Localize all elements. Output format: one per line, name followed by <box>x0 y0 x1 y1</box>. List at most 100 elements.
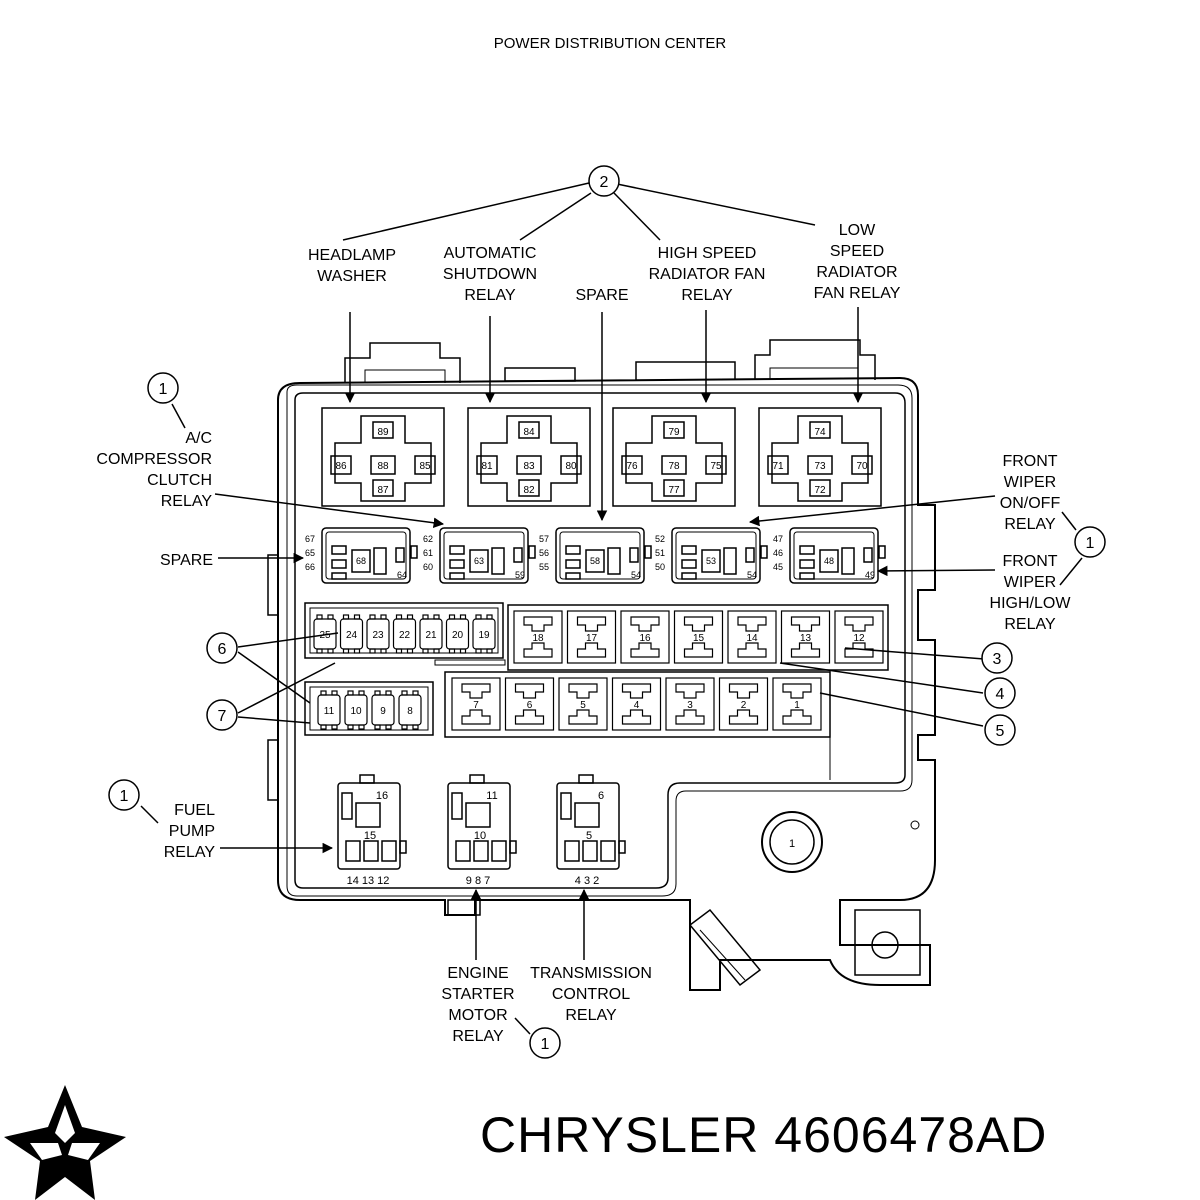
fuse-number-label: 1 <box>794 700 800 711</box>
relay-pin-label: 54 <box>747 570 757 580</box>
relay-pin-label: 4 3 2 <box>575 875 599 887</box>
relay-pin-label: 80 <box>565 461 577 472</box>
fuse-number-label: 14 <box>746 633 758 644</box>
relay-pin-label: 75 <box>710 461 722 472</box>
spare-relay-label: SPARE <box>160 552 213 569</box>
callout-circle: 7 <box>206 699 238 731</box>
relay-pin-label: 62 <box>423 534 433 544</box>
relay-pin-label: 52 <box>655 534 665 544</box>
ac-clutch-relay-label: CLUTCH <box>147 472 212 489</box>
cartridge-fuse: 1 <box>772 677 822 731</box>
mini-fuse: 21 <box>419 614 443 654</box>
relay-pin-label: 14 13 12 <box>347 875 390 887</box>
relay-pin-label: 9 8 7 <box>466 875 490 887</box>
callout-circle: 5 <box>984 714 1016 746</box>
fuse-number-label: 5 <box>580 700 586 711</box>
low-speed-fan-relay-label: LOW <box>839 222 876 239</box>
fuse-number-label: 24 <box>346 630 358 641</box>
mini-fuse: 11 <box>317 690 341 730</box>
relay-pin-label: 76 <box>626 461 638 472</box>
relay-pin-label: 46 <box>773 548 783 558</box>
asd-relay-label: SHUTDOWN <box>443 266 537 283</box>
relay-pin-label: 6 <box>598 790 604 802</box>
relay-pin-label: 47 <box>773 534 783 544</box>
low-speed-fan-relay-label: RADIATOR <box>816 264 897 281</box>
fuse-number-label: 9 <box>380 706 386 717</box>
fuse-number-label: 8 <box>407 706 413 717</box>
wiper-highlow-relay-label: RELAY <box>1004 616 1056 633</box>
wiper-highlow-relay-label: FRONT <box>1002 553 1057 570</box>
cartridge-fuse: 15 <box>673 610 724 664</box>
relay-pin-label: 15 <box>364 830 376 842</box>
relay-pin-label: 53 <box>706 556 716 566</box>
fuse-number-label: 18 <box>532 633 544 644</box>
low-speed-fan-relay-label: SPEED <box>830 243 884 260</box>
callout-circle: 1 <box>147 372 179 404</box>
relay-pin-label: 67 <box>305 534 315 544</box>
callout-circle: 1 <box>108 779 140 811</box>
fuse-number-label: 15 <box>693 633 705 644</box>
fuse-number-label: 17 <box>586 633 598 644</box>
relay-pin-label: 68 <box>356 556 366 566</box>
callout-number: 3 <box>993 651 1002 668</box>
fuse-number-label: 7 <box>473 700 479 711</box>
high-speed-fan-relay-label: RELAY <box>681 287 733 304</box>
callout-number: 7 <box>218 708 227 725</box>
callout-circle: 3 <box>981 642 1013 674</box>
wiper-onoff-relay-label: FRONT <box>1002 453 1057 470</box>
mini-fuse: 23 <box>366 614 390 654</box>
diagram-title: POWER DISTRIBUTION CENTER <box>494 35 727 52</box>
callout-circle: 4 <box>984 677 1016 709</box>
cartridge-fuse: 17 <box>566 610 617 664</box>
low-speed-fan-relay-label: FAN RELAY <box>814 285 901 302</box>
relay-pin-label: 85 <box>419 461 431 472</box>
relay-pin-label: 48 <box>824 556 834 566</box>
cartridge-fuse: 7 <box>451 677 501 731</box>
brand-part-number: CHRYSLER 4606478AD <box>480 1107 1048 1163</box>
asd-relay-label: AUTOMATIC <box>444 245 537 262</box>
callout-number: 1 <box>159 381 168 398</box>
cartridge-fuse: 18 <box>513 610 563 664</box>
fuse-number-label: 2 <box>741 700 747 711</box>
fuse-number-label: 21 <box>425 630 437 641</box>
fuel-pump-relay-label: RELAY <box>164 844 216 861</box>
relay-pin-label: 71 <box>772 461 784 472</box>
spare-relay-label: SPARE <box>575 287 628 304</box>
fuse-number-label: 13 <box>800 633 812 644</box>
mini-fuse: 10 <box>344 690 368 730</box>
pdc-housing: 1 <box>267 339 936 991</box>
wiper-onoff-relay-label: WIPER <box>1004 474 1056 491</box>
tcm-relay-label: CONTROL <box>552 986 630 1003</box>
relay-pin-label: 65 <box>305 548 315 558</box>
wiper-onoff-relay-label: ON/OFF <box>1000 495 1061 512</box>
relay-pin-label: 51 <box>655 548 665 558</box>
fuse-number-label: 20 <box>452 630 464 641</box>
fuse-number-label: 11 <box>324 706 335 717</box>
relay-pin-label: 58 <box>590 556 600 566</box>
callout-number: 1 <box>541 1036 550 1053</box>
starter-relay-label: MOTOR <box>448 1007 507 1024</box>
relay-pin-label: 56 <box>539 548 549 558</box>
relay-pin-label: 10 <box>474 830 486 842</box>
headlamp-washer-label: HEADLAMP <box>308 247 396 264</box>
relay-pin-label: 82 <box>523 485 535 496</box>
bolt-callout-label: 1 <box>789 838 795 850</box>
fuse-number-label: 6 <box>527 700 533 711</box>
relay-pin-label: 77 <box>668 485 680 496</box>
relay-pin-label: 79 <box>668 427 680 438</box>
mini-fuse: 19 <box>472 614 496 654</box>
wiper-onoff-relay-label: RELAY <box>1004 516 1056 533</box>
high-speed-fan-relay-label: HIGH SPEED <box>658 245 757 262</box>
